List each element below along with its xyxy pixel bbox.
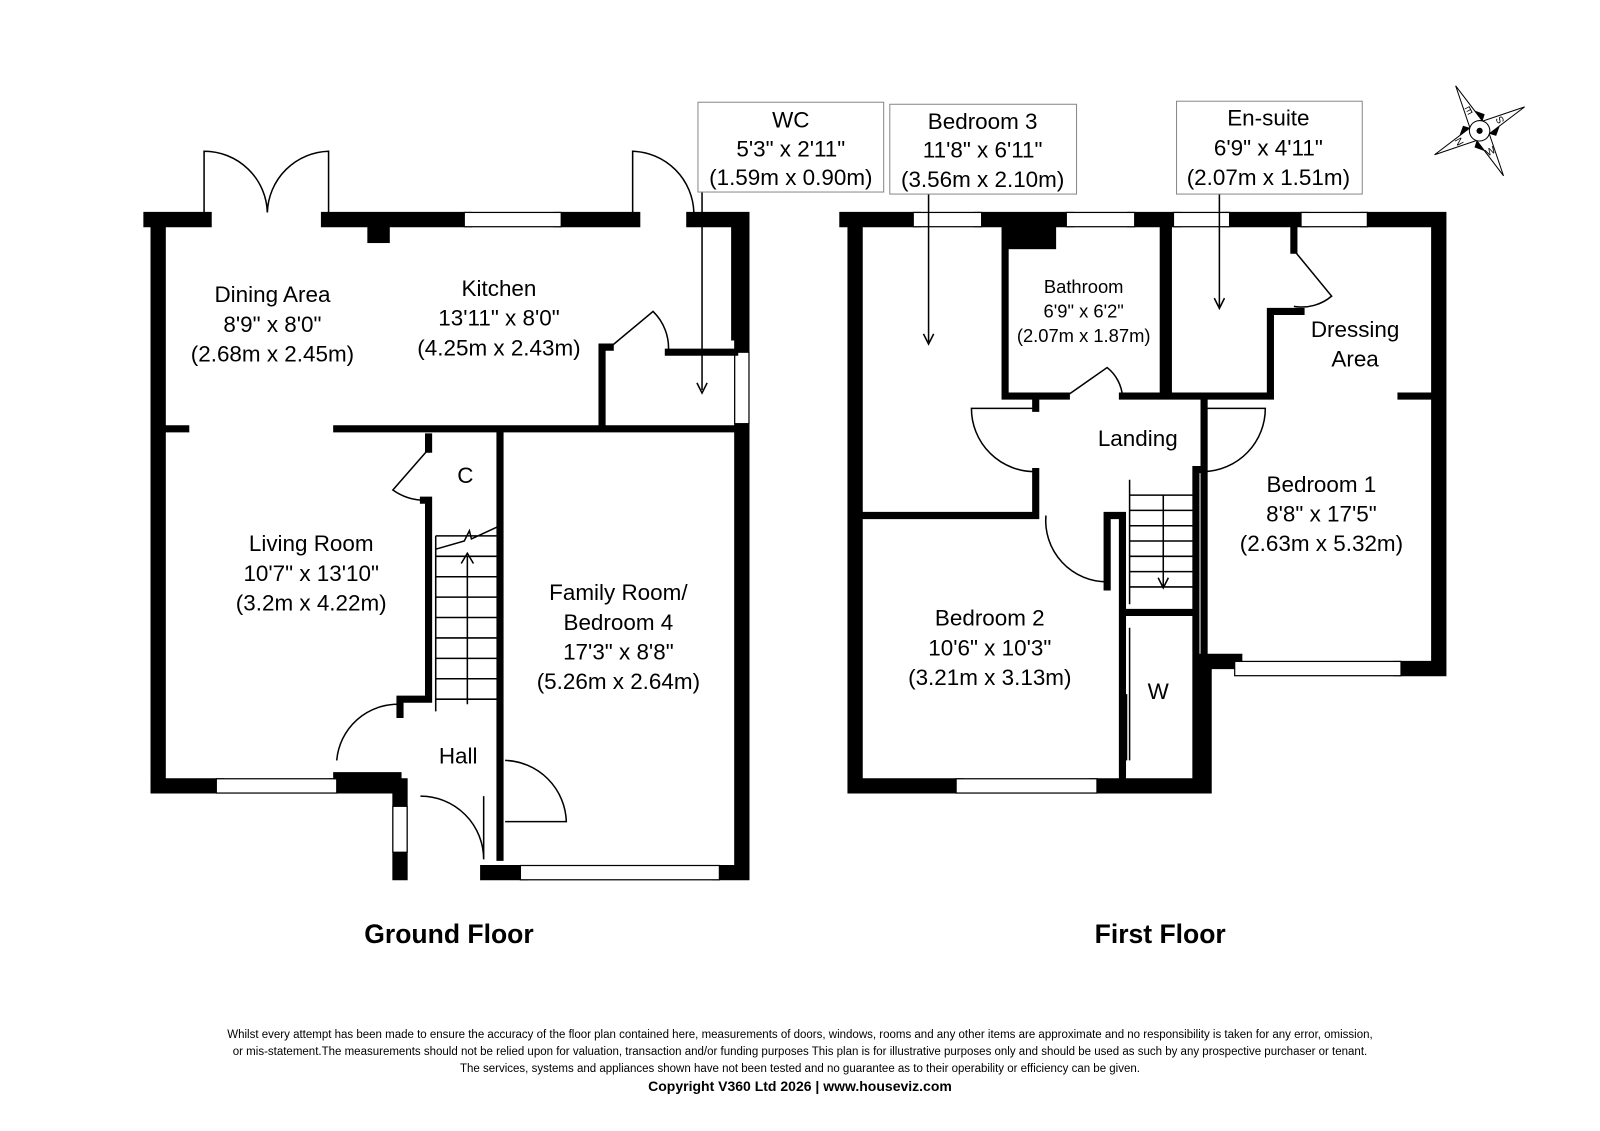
room-metric: (2.63m x 5.32m): [1240, 531, 1403, 556]
disclaimer-line: or mis-statement.The measurements should…: [232, 1046, 1368, 1058]
disclaimer-line: The services, systems and appliances sho…: [460, 1063, 1140, 1075]
room-imperial: 13'11" x 8'0": [438, 306, 559, 331]
room-imperial: 8'9" x 8'0": [223, 312, 321, 337]
floor-title: Ground Floor: [364, 919, 533, 949]
window: [463, 211, 562, 228]
window: [1234, 660, 1402, 677]
staircase: [434, 525, 501, 712]
room-metric: (1.59m x 0.90m): [709, 165, 872, 190]
room-name-2: Area: [1331, 347, 1379, 372]
room-name: WC: [772, 108, 809, 133]
window: [1300, 211, 1368, 228]
copyright: Copyright V360 Ltd 2026 | www.houseviz.c…: [648, 1078, 952, 1094]
floor-title: First Floor: [1095, 919, 1226, 949]
room-imperial: 10'7" x 13'10": [243, 561, 379, 586]
room-imperial: 17'3" x 8'8": [563, 639, 674, 664]
room-name: W: [1148, 679, 1170, 704]
room-name: Kitchen: [462, 276, 537, 301]
room-name: En-suite: [1227, 106, 1309, 131]
room-name: Landing: [1098, 426, 1178, 451]
first-floor-plan: Bedroom 3 11'8" x 6'11" (3.56m x 2.10m) …: [839, 100, 1447, 949]
window: [392, 805, 408, 853]
window: [955, 778, 1098, 794]
window: [519, 864, 720, 881]
ground-floor-plan: WC 5'3" x 2'11" (1.59m x 0.90m) Dining A…: [143, 101, 885, 949]
room-imperial: 8'8" x 17'5": [1266, 502, 1377, 527]
compass-e: E: [1463, 103, 1474, 116]
room-metric: (3.56m x 2.10m): [901, 167, 1064, 192]
window: [1065, 211, 1136, 228]
window: [912, 211, 983, 228]
room-name: Family Room/: [549, 580, 688, 605]
room-name: Bedroom 1: [1267, 472, 1377, 497]
window: [215, 778, 338, 794]
room-imperial: 10'6" x 10'3": [928, 635, 1051, 660]
disclaimer: Whilst every attempt has been made to en…: [0, 1027, 1600, 1095]
window: [734, 351, 750, 425]
room-metric: (3.2m x 4.22m): [236, 590, 387, 615]
staircase: [1128, 479, 1196, 605]
room-metric: (5.26m x 2.64m): [537, 669, 700, 694]
room-metric: (4.25m x 2.43m): [417, 335, 580, 360]
room-metric: (2.07m x 1.51m): [1187, 165, 1350, 190]
room-name: Dining Area: [214, 282, 331, 307]
room-name-2: Bedroom 4: [563, 610, 673, 635]
room-metric: (2.07m x 1.87m): [1017, 325, 1151, 346]
compass-n: N: [1452, 136, 1465, 148]
room-name: Hall: [439, 743, 478, 768]
room-imperial: 6'9" x 4'11": [1214, 135, 1323, 160]
room-name: Bedroom 3: [928, 109, 1038, 134]
room-name: Bathroom: [1044, 276, 1124, 297]
room-metric: (3.21m x 3.13m): [908, 665, 1071, 690]
room-name: C: [457, 463, 473, 488]
compass-icon: N E S W: [1434, 85, 1525, 177]
room-name: Living Room: [249, 531, 374, 556]
window: [1172, 211, 1231, 228]
room-name: Dressing: [1311, 317, 1400, 342]
room-name: Bedroom 2: [935, 606, 1045, 631]
disclaimer-line: Whilst every attempt has been made to en…: [227, 1029, 1373, 1041]
compass-s: S: [1494, 114, 1507, 125]
room-imperial: 6'9" x 6'2": [1044, 301, 1124, 322]
room-imperial: 5'3" x 2'11": [736, 136, 845, 161]
room-metric: (2.68m x 2.45m): [191, 341, 354, 366]
room-imperial: 11'8" x 6'11": [923, 137, 1043, 162]
